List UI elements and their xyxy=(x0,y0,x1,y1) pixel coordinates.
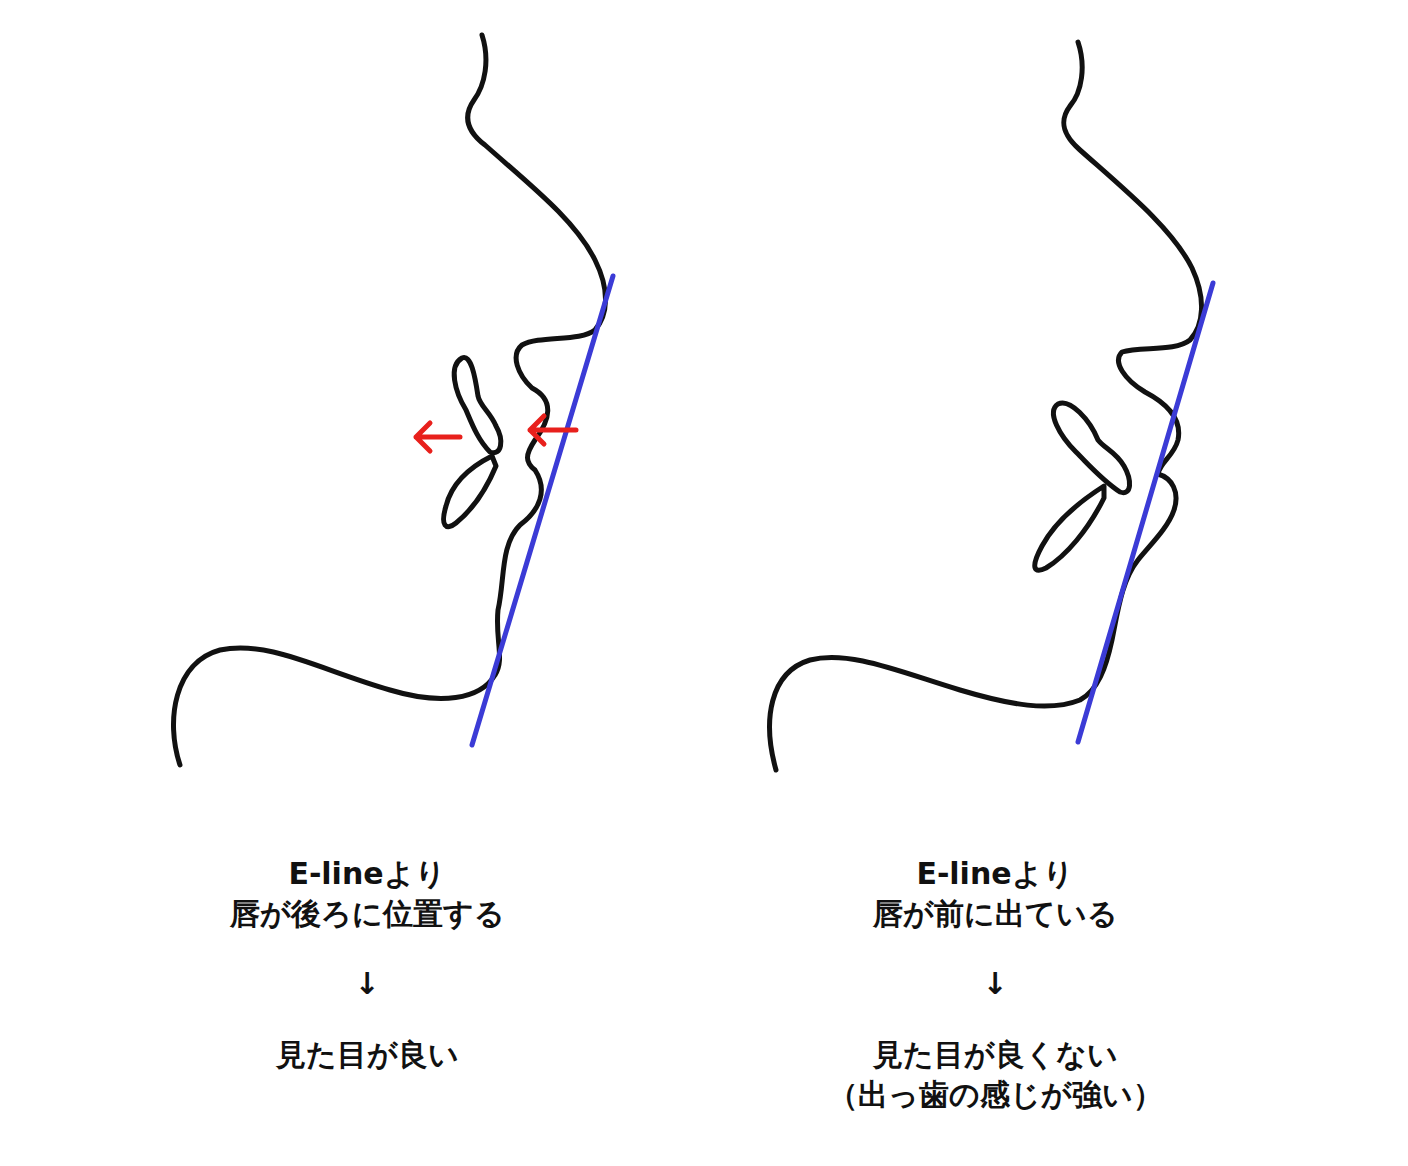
e-line xyxy=(1078,283,1213,742)
caption-line: ↓ xyxy=(354,966,379,1002)
caption-line: 見た目が良くない xyxy=(873,1037,1118,1073)
caption-line: 唇が後ろに位置する xyxy=(230,896,505,932)
caption-line: 唇が前に出ている xyxy=(873,896,1118,932)
caption-line: 見た目が良い xyxy=(276,1037,459,1073)
face-profile xyxy=(173,35,605,765)
e-line xyxy=(472,276,613,745)
direction-arrow xyxy=(416,423,460,451)
direction-arrow xyxy=(530,416,576,444)
caption-line: （出っ歯の感じが強い） xyxy=(828,1077,1163,1113)
caption-line: ↓ xyxy=(982,966,1007,1002)
lower-tooth xyxy=(444,456,496,527)
caption-line: E-lineより xyxy=(916,856,1073,892)
lower-tooth xyxy=(1035,486,1104,570)
face-profile xyxy=(770,42,1202,770)
caption-line: E-lineより xyxy=(288,856,445,892)
upper-tooth xyxy=(1053,403,1129,493)
